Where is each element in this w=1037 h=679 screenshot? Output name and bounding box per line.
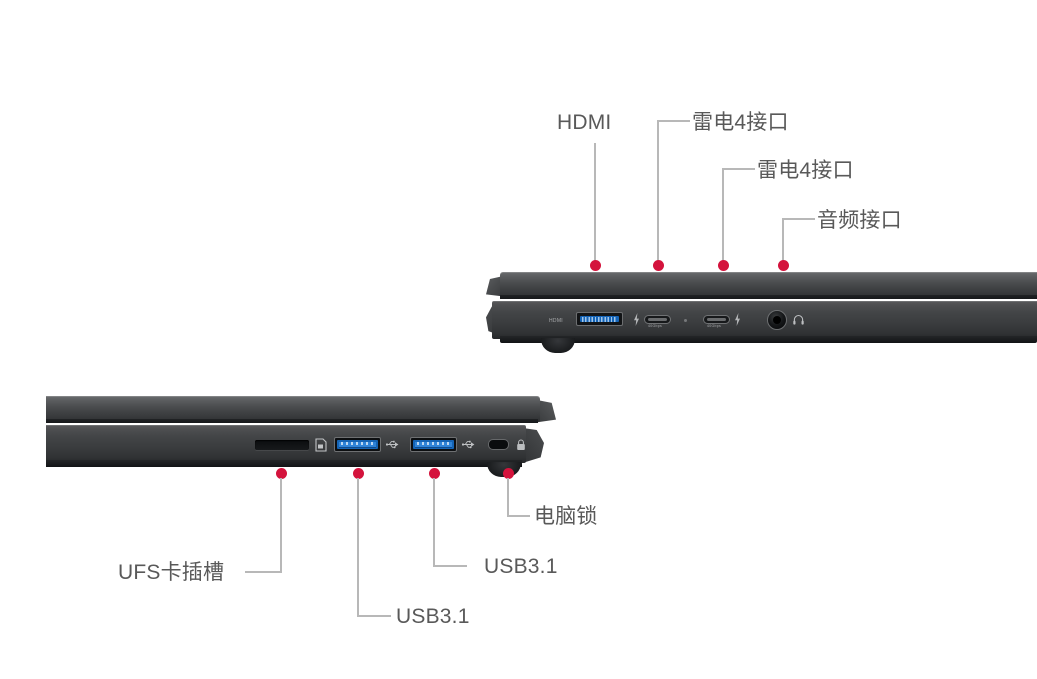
- thunderbolt-icon: [735, 313, 740, 326]
- callout-leader-usb-1-vertical: [357, 478, 359, 617]
- callout-leader-lock-vertical: [507, 478, 509, 517]
- thunderbolt-port-1-marking: 40Gbps: [648, 324, 663, 328]
- callout-leader-usb-2-horizontal: [433, 565, 467, 567]
- callout-dot-thunderbolt-2: [718, 260, 729, 271]
- callout-label-hdmi: HDMI: [557, 111, 612, 134]
- rubber-foot: [541, 338, 575, 353]
- callout-leader-hdmi: [594, 143, 596, 261]
- superspeed-usb-icon: [462, 440, 475, 449]
- callout-label-audio: 音频接口: [817, 209, 902, 232]
- callout-leader-usb-2-vertical: [433, 478, 435, 567]
- callout-dot-ufs: [276, 468, 287, 479]
- base-bottom-edge: [500, 336, 1037, 343]
- callout-label-usb-1: USB3.1: [396, 605, 470, 628]
- callout-leader-usb-1-horizontal: [357, 615, 391, 617]
- memory-card-icon: [315, 438, 327, 452]
- callout-leader-ufs-vertical: [280, 478, 282, 573]
- lid-bottom-edge: [500, 295, 1037, 299]
- hdmi-port-marking: HDMI: [549, 318, 563, 324]
- kensington-lock-slot: [488, 439, 509, 450]
- lock-icon: [517, 439, 525, 450]
- callout-label-thunderbolt-2: 雷电4接口: [757, 159, 854, 182]
- hdmi-port: [576, 312, 623, 326]
- thunderbolt-port-2: [703, 315, 730, 324]
- callout-leader-audio-horizontal: [782, 218, 815, 220]
- callout-leader-lock-horizontal: [507, 515, 530, 517]
- callout-label-ufs: UFS卡插槽: [118, 561, 225, 584]
- laptop-base: [46, 425, 526, 463]
- ufs-card-slot: [255, 440, 309, 450]
- lid-bottom-edge: [46, 419, 538, 423]
- laptop-lid: [500, 272, 1037, 298]
- laptop-right-side-view: HDMI 40Gbps 40Gbps: [486, 272, 1037, 354]
- usb-port-contacts: [341, 442, 374, 445]
- audio-jack-port: [767, 310, 787, 330]
- callout-dot-audio: [778, 260, 789, 271]
- callout-label-thunderbolt-1: 雷电4接口: [692, 111, 789, 134]
- laptop-base: HDMI 40Gbps 40Gbps: [492, 301, 1037, 339]
- callout-label-usb-2: USB3.1: [484, 555, 558, 578]
- callout-leader-thunderbolt-2-vertical: [722, 168, 724, 261]
- callout-leader-ufs-horizontal: [245, 571, 282, 573]
- callout-leader-thunderbolt-1-horizontal: [657, 120, 690, 122]
- callout-leader-thunderbolt-1-vertical: [657, 120, 659, 261]
- laptop-left-side-view: [46, 396, 566, 478]
- usb-port-contacts: [417, 442, 450, 445]
- headphone-icon: [793, 314, 804, 325]
- callout-dot-thunderbolt-1: [653, 260, 664, 271]
- status-led-indicator: [684, 319, 687, 322]
- laptop-lid: [46, 396, 540, 422]
- superspeed-usb-icon: [386, 440, 399, 449]
- callout-dot-usb-1: [353, 468, 364, 479]
- callout-dot-hdmi: [590, 260, 601, 271]
- callout-label-lock: 电脑锁: [534, 505, 598, 528]
- callout-dot-lock: [503, 468, 514, 479]
- callout-leader-thunderbolt-2-horizontal: [722, 168, 755, 170]
- usb-a-port-2: [410, 437, 457, 452]
- thunderbolt-port-2-marking: 40Gbps: [707, 324, 722, 328]
- callout-leader-audio-vertical: [782, 218, 784, 261]
- usb-a-port-1: [334, 437, 381, 452]
- callout-dot-usb-2: [429, 468, 440, 479]
- thunderbolt-icon: [634, 313, 639, 326]
- base-bottom-edge: [46, 460, 522, 467]
- thunderbolt-port-1: [644, 315, 671, 324]
- hdmi-port-contacts: [582, 317, 617, 322]
